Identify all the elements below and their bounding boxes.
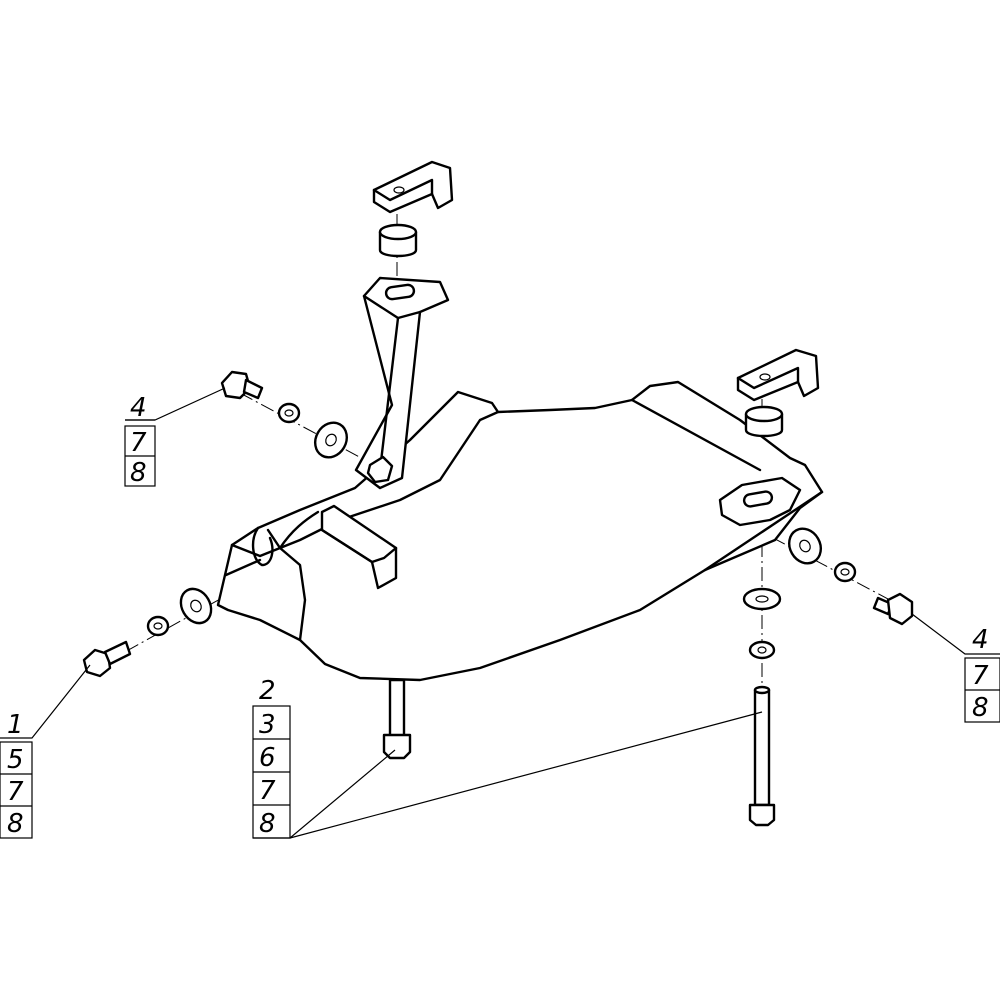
callout-label: 5 [7,745,24,775]
callout-label: 4 [130,393,147,423]
skid-plate [216,380,824,682]
right-angle-bracket [736,348,820,402]
flat-washer-vertical [742,587,782,611]
callout-label: 3 [259,710,276,740]
callout-label: 2 [259,676,276,706]
bolt-right [872,592,914,626]
callout-label: 6 [259,743,276,773]
spring-washer-vertical [748,640,776,660]
callout-label: 7 [972,661,989,691]
center-bolt-nut [382,678,412,760]
top-spacer [378,223,418,258]
bracket-slot [384,283,416,301]
callout-label: 7 [259,776,276,806]
spring-washer-right [833,561,857,583]
right-tab [718,476,802,527]
bolt-lower-left [82,640,132,678]
flat-washer-upper-left [313,421,349,459]
long-bolt [748,685,776,827]
callout-center: 2 3 6 7 8 [252,676,291,839]
bracket-nut [366,455,394,484]
flat-washer-lower-left [179,587,213,625]
tall-bracket [354,276,450,490]
callout-right: 4 7 8 [964,625,1000,723]
callout-left-lower: 1 5 7 8 [0,710,33,839]
callout-label: 8 [7,809,24,839]
callout-label: 8 [972,693,989,723]
callout-label: 7 [7,777,24,807]
callout-label: 8 [259,809,276,839]
spring-washer-upper-left [277,402,301,424]
bolt-upper-left [220,370,264,400]
callout-label: 1 [7,710,24,740]
callout-left-upper: 4 7 8 [124,393,156,488]
callout-label: 7 [130,428,147,458]
callout-label: 4 [972,625,989,655]
callout-label: 8 [130,458,147,488]
spring-washer-lower-left [146,615,170,637]
flat-washer-right [787,527,823,565]
right-spacer [744,405,784,438]
small-bracket-left [320,504,398,590]
top-angle-bracket [372,160,454,214]
